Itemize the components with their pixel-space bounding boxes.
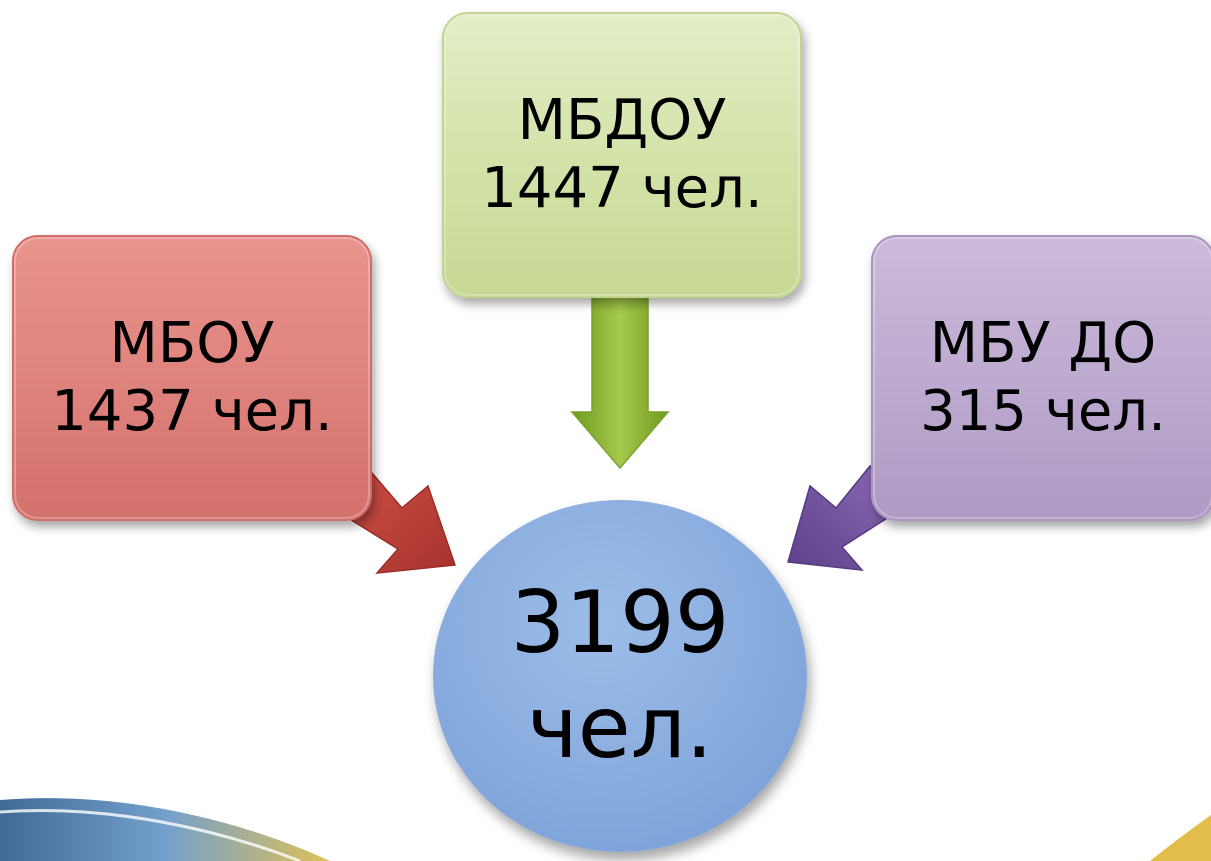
- node-total: 3199 чел.: [433, 500, 807, 852]
- node-total-unit: чел.: [526, 678, 714, 778]
- node-mbudo-label: МБУ ДО: [929, 310, 1157, 376]
- node-mbou-label: МБОУ: [109, 310, 275, 376]
- node-mbou-value: 1437 чел.: [51, 379, 333, 444]
- node-mbdou-label: МБДОУ: [517, 87, 727, 153]
- arrow-mbdou-to-total: [570, 289, 670, 470]
- node-mbdou: МБДОУ 1447 чел.: [442, 12, 802, 298]
- node-mbudo-value: 315 чел.: [920, 379, 1166, 444]
- node-mbdou-value: 1447 чел.: [481, 156, 763, 221]
- node-mbou: МБОУ 1437 чел.: [12, 235, 372, 521]
- node-total-value: 3199: [510, 573, 730, 674]
- node-mbudo: МБУ ДО 315 чел.: [871, 235, 1211, 521]
